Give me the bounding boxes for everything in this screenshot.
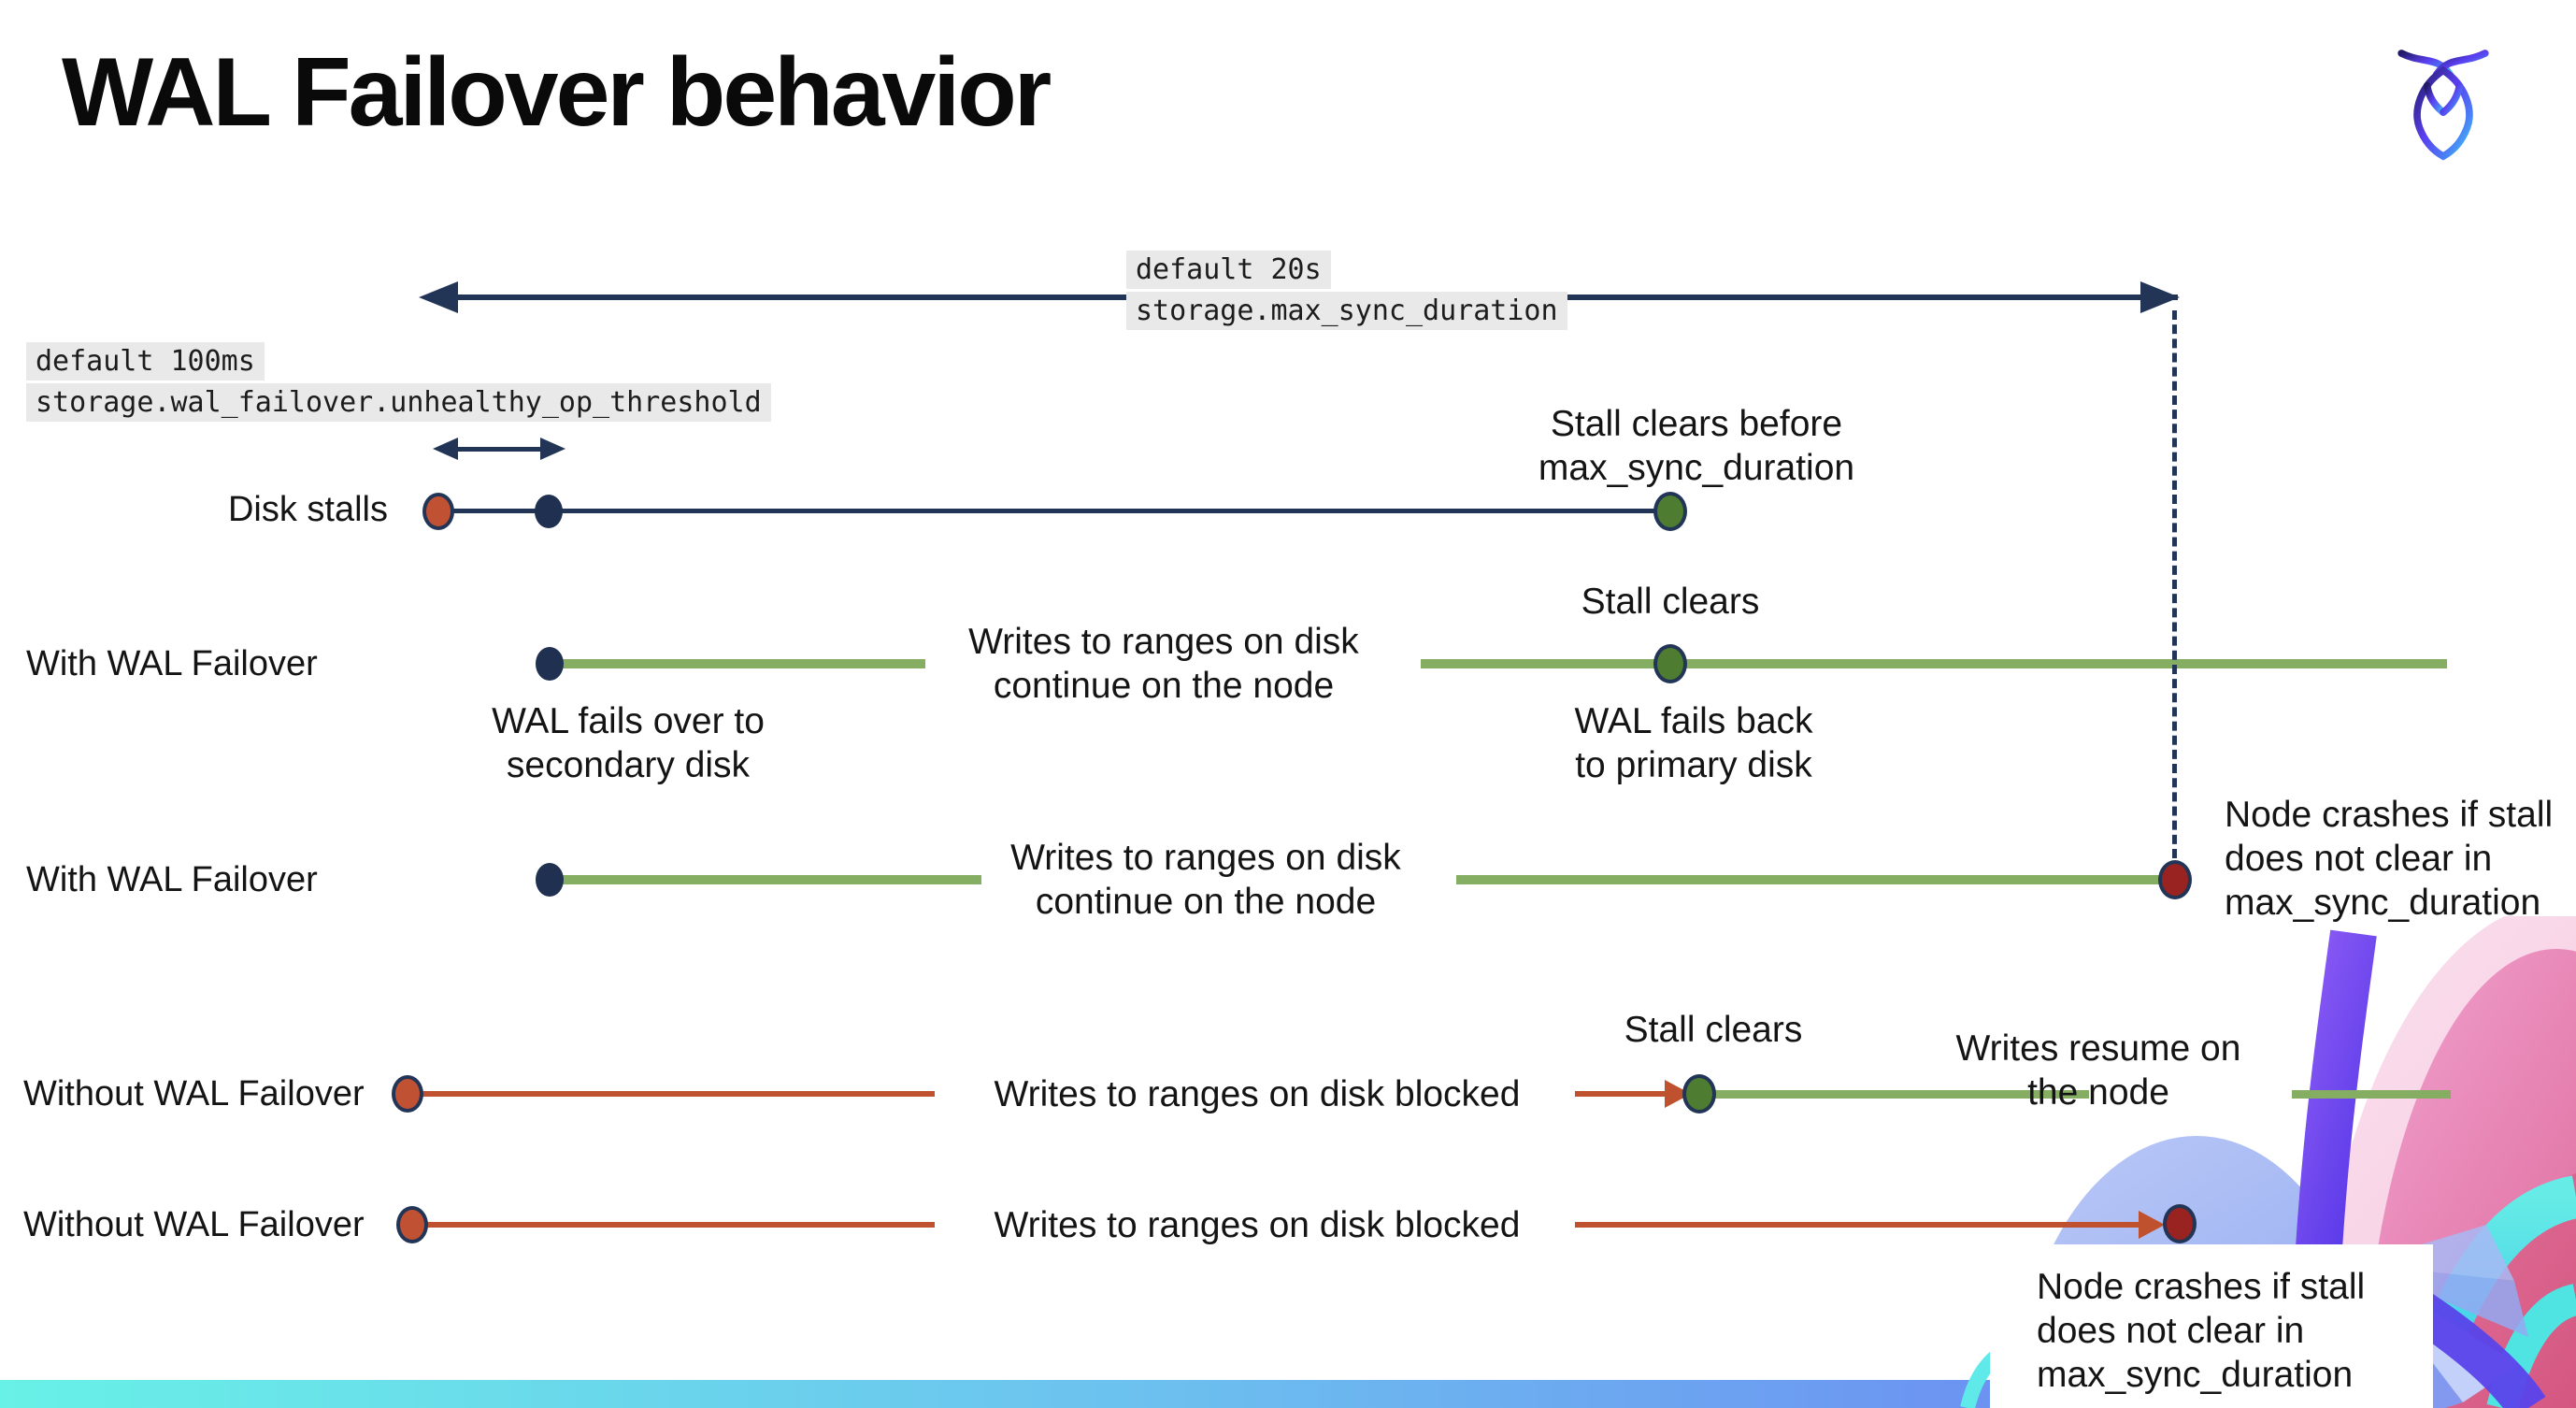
row5-node-crashes-annotation: Node crashes if stall does not clear in … bbox=[2037, 1267, 2366, 1395]
max-sync-default-label: default 20s bbox=[1126, 251, 1331, 289]
max-sync-setting-name: storage.max_sync_duration bbox=[1126, 292, 1567, 330]
row-label-with-wal-failover-1: With WAL Failover bbox=[26, 644, 318, 683]
row3-node-crashes-annotation: Node crashes if stall does not clear in … bbox=[2225, 795, 2554, 923]
disk-stall-timeline bbox=[438, 509, 1670, 513]
threshold-setting-name: storage.wal_failover.unhealthy_op_thresh… bbox=[26, 383, 771, 422]
max-sync-arrow-right-head bbox=[2140, 281, 2180, 313]
row4-green-line-a bbox=[1715, 1090, 2089, 1099]
threshold-arrow-left-head bbox=[433, 438, 458, 460]
failover-trigger-dot-row1 bbox=[535, 495, 563, 528]
row-label-with-wal-failover-2: With WAL Failover bbox=[26, 860, 318, 899]
failover-dot-row3 bbox=[536, 863, 564, 897]
max-sync-arrow-left-head bbox=[419, 281, 458, 313]
threshold-arrow-right-head bbox=[540, 438, 565, 460]
disk-stall-start-dot bbox=[422, 493, 454, 530]
row3-green-line-a bbox=[561, 875, 981, 884]
cockroachdb-logo bbox=[2397, 50, 2489, 161]
crash-dot-row3 bbox=[2158, 860, 2192, 899]
threshold-arrow-line bbox=[447, 447, 550, 452]
row4-stall-clears-annotation: Stall clears bbox=[1624, 1010, 1803, 1050]
row5-red-arrowhead bbox=[2139, 1211, 2165, 1239]
row2-writes-continue-annotation: Writes to ranges on disk continue on the… bbox=[968, 622, 1359, 706]
row3-writes-continue-annotation: Writes to ranges on disk continue on the… bbox=[1010, 838, 1401, 922]
blocked-start-dot-row4 bbox=[392, 1075, 423, 1113]
failover-dot-row2 bbox=[536, 647, 564, 681]
row4-red-line-b bbox=[1575, 1091, 1668, 1097]
row4-green-line-b bbox=[2292, 1090, 2451, 1099]
threshold-default-label: default 100ms bbox=[26, 342, 265, 381]
row2-green-line-a bbox=[561, 659, 925, 668]
row3-green-line-b bbox=[1456, 875, 2159, 884]
row4-writes-resume-annotation: Writes resume on the node bbox=[1955, 1028, 2241, 1113]
row4-writes-blocked-annotation: Writes to ranges on disk blocked bbox=[994, 1074, 1521, 1114]
stall-clear-dot-row2 bbox=[1653, 644, 1687, 683]
page-title: WAL Failover behavior bbox=[62, 38, 1052, 147]
row5-red-line-b bbox=[1575, 1222, 2140, 1228]
row4-red-line-a bbox=[421, 1091, 935, 1097]
row2-stall-clears-annotation: Stall clears bbox=[1581, 582, 1760, 622]
max-sync-dashed-connector bbox=[2172, 310, 2177, 858]
row5-red-line-a bbox=[425, 1222, 935, 1228]
blocked-start-dot-row5 bbox=[396, 1206, 428, 1243]
row2-fails-back-annotation: WAL fails back to primary disk bbox=[1574, 701, 1813, 785]
crash-label-box: Node crashes if stall does not clear in … bbox=[1990, 1244, 2433, 1408]
row-label-disk-stalls: Disk stalls bbox=[227, 490, 388, 529]
row-label-without-wal-failover-2: Without WAL Failover bbox=[23, 1205, 365, 1244]
stall-clear-dot-row1 bbox=[1653, 492, 1687, 531]
stall-clear-dot-row4 bbox=[1682, 1074, 1716, 1113]
row2-fails-over-annotation: WAL fails over to secondary disk bbox=[492, 701, 765, 785]
row5-writes-blocked-annotation: Writes to ranges on disk blocked bbox=[994, 1205, 1521, 1245]
row2-green-line-b bbox=[1421, 659, 2447, 668]
row-label-without-wal-failover-1: Without WAL Failover bbox=[23, 1074, 365, 1113]
crash-dot-row5 bbox=[2163, 1204, 2197, 1243]
stall-clears-before-annotation: Stall clears before max_sync_duration bbox=[1538, 404, 1855, 488]
